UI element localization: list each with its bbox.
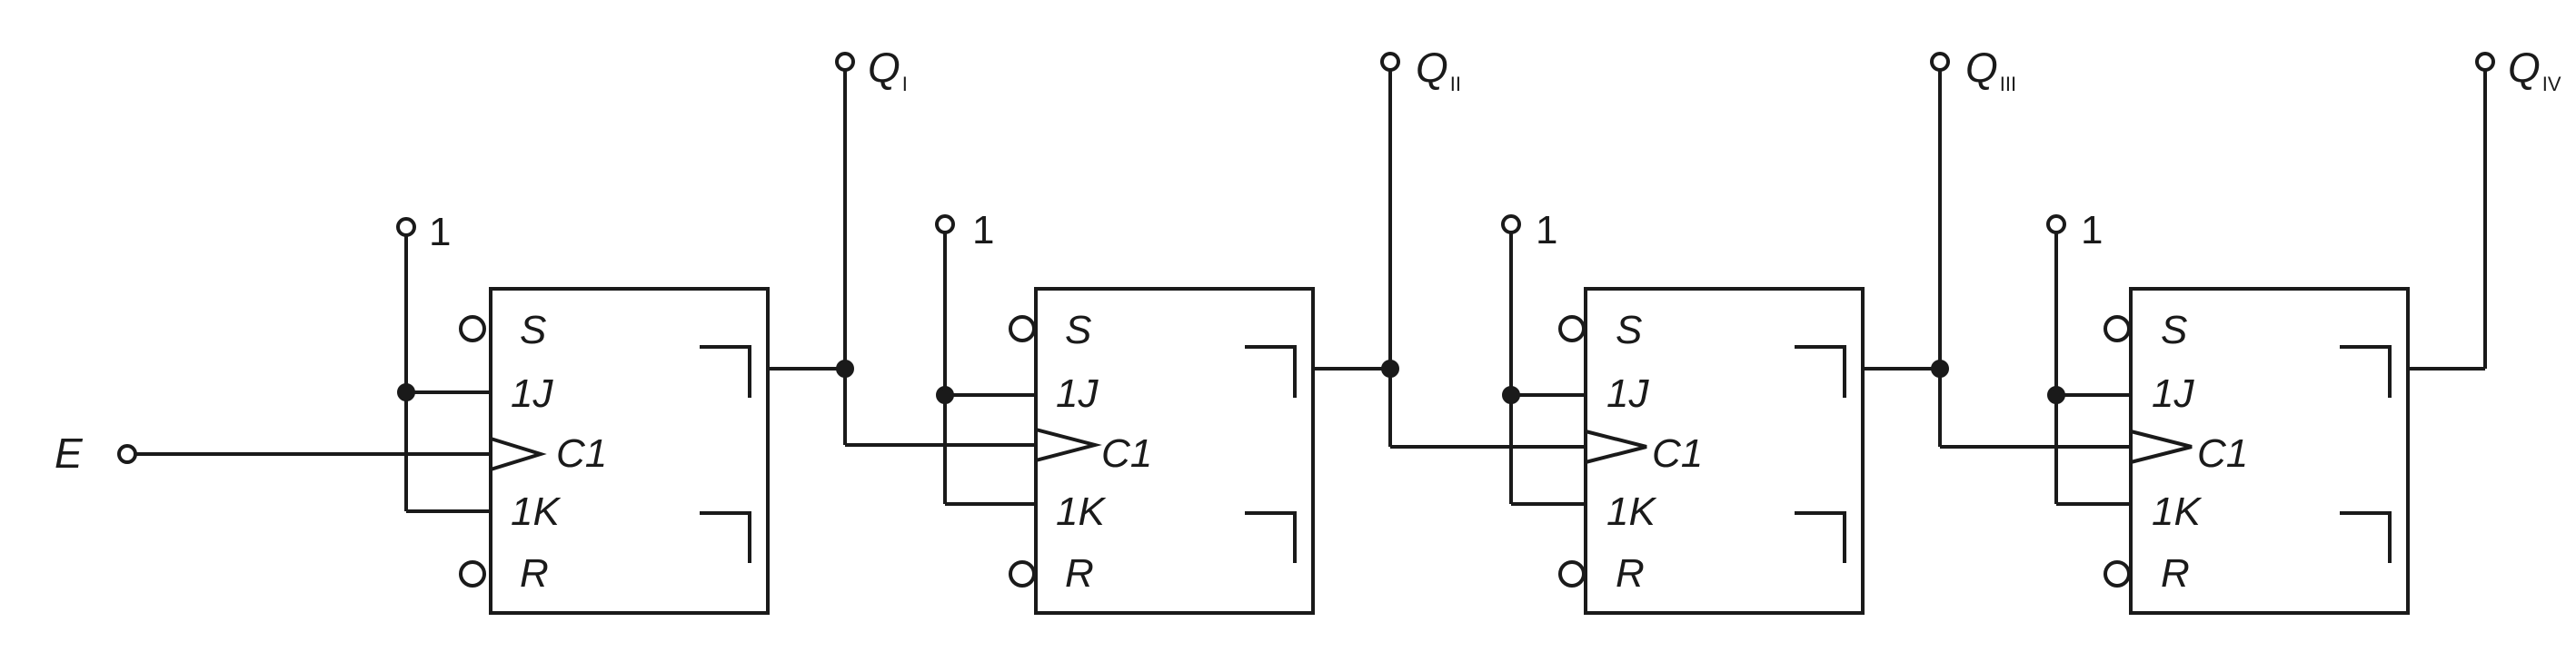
stage-2-junction <box>936 386 954 404</box>
stage-3-const-terminal <box>1501 214 1521 234</box>
flipflop-1-reset-inverter <box>459 560 486 588</box>
flipflop-2-set-inverter <box>1009 315 1036 342</box>
flipflop-2-reset-inverter <box>1009 560 1036 588</box>
q2-junction <box>1381 360 1399 378</box>
q1-label: QI <box>868 44 908 95</box>
flipflop-4-pin-r: R <box>2161 551 2190 596</box>
flipflop-4-pin-k: 1K <box>2152 489 2202 534</box>
flipflop-4-pin-j: 1J <box>2152 371 2194 416</box>
flipflop-stage-1: S 1J C1 1K R 1 <box>396 210 770 615</box>
stage-3-const-label: 1 <box>1536 208 1557 252</box>
stage-1-junction <box>397 383 415 401</box>
flipflop-1-box <box>489 287 770 615</box>
input-e-terminal <box>117 444 137 464</box>
flipflop-stage-4: S 1J C1 1K R 1 <box>2046 208 2410 615</box>
q4-label: QIV <box>2508 44 2561 95</box>
stage-4-junction <box>2047 386 2065 404</box>
flipflop-1-qn-indicator <box>700 511 751 563</box>
output-q4: QIV <box>2408 44 2561 371</box>
flipflop-2-q-indicator <box>1245 345 1297 398</box>
flipflop-4-set-inverter <box>2104 315 2131 342</box>
stage-1-const-label: 1 <box>429 210 451 254</box>
flipflop-4-q-indicator <box>2340 345 2392 398</box>
stage-2-const-terminal <box>935 214 955 234</box>
stage-3-junction <box>1502 386 1520 404</box>
output-q1: QI <box>768 44 1036 447</box>
q3-terminal <box>1930 52 1950 72</box>
q1-terminal <box>835 52 855 72</box>
output-q3: QIII <box>1863 44 2131 449</box>
q4-terminal <box>2475 52 2495 72</box>
flipflop-4-box <box>2129 287 2410 615</box>
flipflop-3-q-indicator <box>1795 345 1846 398</box>
stage-4-const-label: 1 <box>2081 208 2103 252</box>
flipflop-2-qn-indicator <box>1245 511 1297 563</box>
flipflop-1-q-indicator <box>700 345 751 398</box>
flipflop-stage-2: S 1J C1 1K R 1 <box>935 208 1315 615</box>
flipflop-3-pin-c: C1 <box>1652 431 1703 476</box>
q2-terminal <box>1380 52 1400 72</box>
flipflop-3-reset-inverter <box>1558 560 1586 588</box>
q2-label: QII <box>1416 44 1461 95</box>
flipflop-2-pin-k: 1K <box>1056 489 1106 534</box>
flipflop-3-box <box>1584 287 1865 615</box>
q3-label: QIII <box>1965 44 2016 95</box>
flipflop-1-pin-c: C1 <box>556 431 607 476</box>
flipflop-4-qn-indicator <box>2340 511 2392 563</box>
flipflop-stage-3: S 1J C1 1K R 1 <box>1501 208 1865 615</box>
flipflop-4-clock-triangle <box>2130 430 2193 464</box>
flipflop-3-pin-k: 1K <box>1606 489 1656 534</box>
output-q2: QII <box>1313 44 1586 449</box>
flipflop-2-pin-r: R <box>1065 551 1094 596</box>
flipflop-1-pin-j: 1J <box>511 371 553 416</box>
flipflop-1-pin-r: R <box>520 551 549 596</box>
flipflop-1-clock-triangle <box>490 437 547 471</box>
stage-1-const-terminal <box>396 217 416 237</box>
flipflop-2-pin-c: C1 <box>1101 431 1152 476</box>
stage-2-const-label: 1 <box>972 208 994 252</box>
input-e-label: E <box>55 430 84 477</box>
q3-junction <box>1931 360 1949 378</box>
q1-junction <box>836 360 854 378</box>
flipflop-3-clock-triangle <box>1585 430 1647 464</box>
flipflop-3-pin-s: S <box>1616 308 1642 352</box>
stage-4-const-terminal <box>2046 214 2066 234</box>
flipflop-2-box <box>1034 287 1315 615</box>
flipflop-4-pin-c: C1 <box>2197 431 2248 476</box>
flipflop-2-pin-j: 1J <box>1056 371 1099 416</box>
flipflop-4-reset-inverter <box>2104 560 2131 588</box>
flipflop-1-pin-s: S <box>520 308 546 352</box>
flipflop-3-set-inverter <box>1558 315 1586 342</box>
flipflop-2-clock-triangle <box>1035 428 1102 462</box>
flipflop-3-pin-r: R <box>1616 551 1645 596</box>
flipflop-4-pin-s: S <box>2161 308 2187 352</box>
flipflop-1-set-inverter <box>459 315 486 342</box>
flipflop-3-pin-j: 1J <box>1606 371 1649 416</box>
flipflop-2-pin-s: S <box>1065 308 1091 352</box>
input-e: E <box>55 430 491 477</box>
flipflop-3-qn-indicator <box>1795 511 1846 563</box>
flipflop-1-pin-k: 1K <box>511 489 561 534</box>
